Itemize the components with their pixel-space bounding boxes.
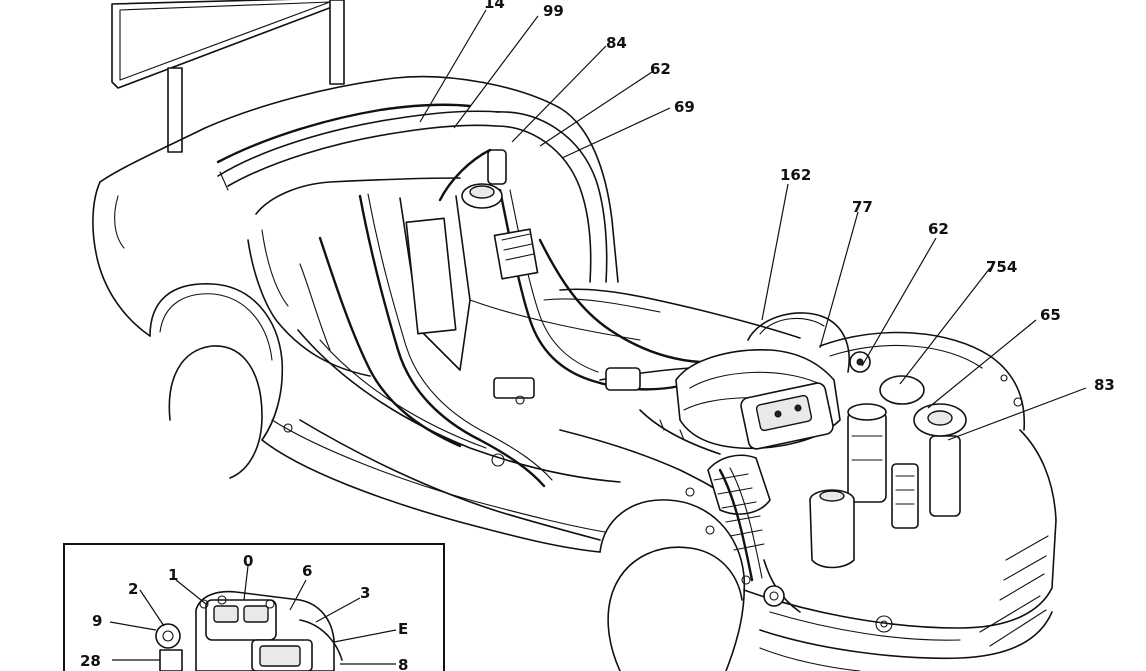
callout-62-mid: 62 [928, 220, 949, 238]
inset-callout-6: 6 [302, 562, 312, 580]
engine-bay [639, 312, 967, 613]
callout-754: 754 [986, 258, 1017, 276]
callout-69: 69 [674, 98, 695, 116]
callout-65: 65 [1040, 306, 1061, 324]
inset-callout-9: 9 [92, 612, 102, 630]
callout-99: 99 [543, 2, 564, 20]
inset-callout-1: 1 [168, 566, 178, 584]
car-body [92, 75, 1057, 671]
inset-callout-28: 28 [80, 652, 101, 670]
callout-14: 14 [484, 0, 505, 12]
pipe-runs [299, 148, 702, 488]
callout-77: 77 [852, 198, 873, 216]
callout-84: 84 [606, 34, 627, 52]
sign-board [111, 0, 345, 153]
inset-callout-8: 8 [398, 656, 408, 671]
inset-callout-2: 2 [128, 580, 138, 598]
inset-detail: 0 1 2 6 3 9 E 28 8 [63, 543, 445, 671]
inset-callout-E: E [398, 620, 408, 638]
callout-83: 83 [1094, 376, 1115, 394]
inset-callout-3: 3 [360, 584, 370, 602]
leader-lines [419, 9, 1087, 441]
callout-162: 162 [780, 166, 811, 184]
inset-callout-0: 0 [243, 552, 253, 570]
callout-labels: 14 99 84 62 69 162 77 62 754 65 83 [484, 0, 1115, 394]
callout-62-top: 62 [650, 60, 671, 78]
